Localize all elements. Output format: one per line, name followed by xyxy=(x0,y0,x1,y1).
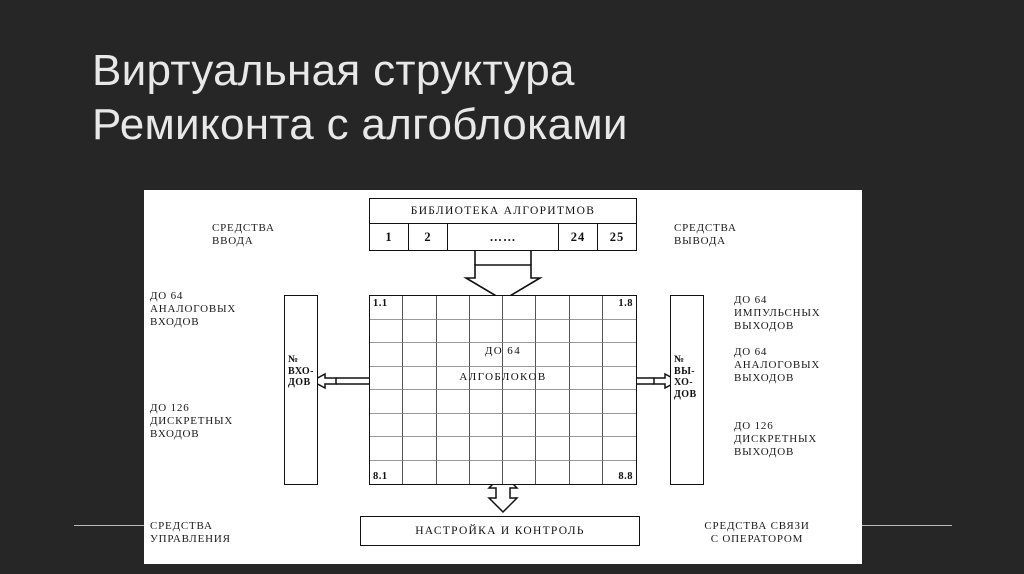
label-operator-link: СРЕДСТВА СВЯЗИ С ОПЕРАТОРОМ xyxy=(704,520,810,545)
algoblock-cell[interactable] xyxy=(469,296,503,320)
algoblock-cell[interactable] xyxy=(569,413,603,437)
library-cell-25[interactable]: 25 xyxy=(609,229,625,244)
output-number-box-label: № ВЫ- ХО- ДОВ xyxy=(674,354,697,400)
algoblock-cell[interactable] xyxy=(503,390,537,414)
algoblock-cell[interactable] xyxy=(469,437,503,461)
input-number-box-label: № ВХО- ДОВ xyxy=(288,354,314,388)
algorithm-library-cells: 1 2 …… 24 25 xyxy=(370,224,636,250)
algoblock-cell[interactable] xyxy=(370,319,404,343)
algoblock-cell[interactable] xyxy=(436,413,470,437)
algoblock-cell[interactable] xyxy=(503,460,537,484)
algoblock-cell[interactable] xyxy=(569,296,603,320)
algoblock-cell[interactable] xyxy=(469,390,503,414)
algoblock-cell[interactable] xyxy=(370,343,404,367)
algoblock-cell[interactable] xyxy=(503,366,537,390)
algoblock-cell[interactable] xyxy=(570,460,603,484)
algoblock-cell[interactable] xyxy=(602,390,636,414)
algoblock-tag-bottom-right: 8.8 xyxy=(618,471,633,482)
algoblock-tag-bottom-left: 8.1 xyxy=(373,471,388,482)
label-output-means: СРЕДСТВА ВЫВОДА xyxy=(674,222,737,247)
algoblock-cell[interactable] xyxy=(403,366,437,390)
algoblock-cell[interactable]: 1.8 xyxy=(602,296,636,320)
label-analog-inputs: ДО 64 АНАЛОГОВЫХ ВХОДОВ xyxy=(150,290,237,328)
algoblock-cell[interactable] xyxy=(503,296,537,320)
setup-and-control-box[interactable]: НАСТРОЙКА И КОНТРОЛЬ xyxy=(360,516,640,546)
algoblock-cell[interactable] xyxy=(536,366,570,390)
decorative-rule-right xyxy=(862,525,952,526)
library-cell-ellipsis: …… xyxy=(448,224,559,250)
algoblock-cell[interactable] xyxy=(403,343,437,367)
algoblock-cell[interactable] xyxy=(503,413,537,437)
algoblock-cell[interactable] xyxy=(569,319,603,343)
output-number-box: № ВЫ- ХО- ДОВ xyxy=(670,295,704,485)
algoblock-cell[interactable] xyxy=(536,390,570,414)
input-number-box: № ВХО- ДОВ xyxy=(284,295,318,485)
algoblock-cell[interactable] xyxy=(370,413,404,437)
label-pulse-outputs: ДО 64 ИМПУЛЬСНЫХ ВЫХОДОВ xyxy=(734,294,821,332)
algoblock-cell[interactable] xyxy=(403,296,437,320)
algoblock-cell[interactable] xyxy=(569,343,603,367)
decorative-rule-left xyxy=(74,525,144,526)
algoblock-cell[interactable] xyxy=(569,390,603,414)
label-discrete-inputs: ДО 126 ДИСКРЕТНЫХ ВХОДОВ xyxy=(150,402,234,440)
algoblock-cell[interactable] xyxy=(569,366,603,390)
algoblock-cell[interactable] xyxy=(536,437,570,461)
algoblock-tag-top-left: 1.1 xyxy=(373,298,388,309)
algoblock-cell[interactable] xyxy=(602,343,636,367)
algoblock-cell[interactable] xyxy=(370,390,404,414)
algoblock-cell[interactable] xyxy=(436,343,470,367)
diagram-panel: БИБЛИОТЕКА АЛГОРИТМОВ 1 2 …… 24 25 СРЕДС… xyxy=(144,190,862,564)
library-cell-1[interactable]: 1 xyxy=(370,224,409,250)
algoblock-tag-top-right: 1.8 xyxy=(618,298,633,309)
library-cell-24[interactable]: 24 xyxy=(559,224,598,250)
algoblock-cell[interactable] xyxy=(436,390,470,414)
algoblock-cell[interactable] xyxy=(370,437,404,461)
algoblock-cell[interactable] xyxy=(602,414,636,437)
algoblock-cell[interactable] xyxy=(436,437,470,461)
algoblock-cell[interactable] xyxy=(536,296,570,320)
algoblock-cell[interactable] xyxy=(436,296,470,320)
page-title: Виртуальная структура Ремиконта с алгобл… xyxy=(92,46,628,149)
algoblock-cell[interactable] xyxy=(437,460,470,484)
algoblock-cell[interactable] xyxy=(403,460,437,484)
algoblock-grid: 1.1 1.8 8.1 8.8 xyxy=(369,295,637,485)
algoblock-cell[interactable] xyxy=(569,437,603,461)
algoblock-cell[interactable]: 1.1 xyxy=(370,296,404,320)
label-discrete-outputs: ДО 126 ДИСКРЕТНЫХ ВЫХОДОВ xyxy=(734,420,818,458)
algoblock-cell[interactable] xyxy=(536,460,570,484)
algoblock-cell[interactable] xyxy=(436,366,470,390)
label-input-means: СРЕДСТВА ВВОДА xyxy=(212,222,275,247)
algoblock-cell[interactable] xyxy=(602,320,636,343)
algoblock-cell[interactable] xyxy=(469,413,503,437)
algoblock-cell[interactable] xyxy=(469,366,503,390)
algoblock-cell[interactable] xyxy=(503,319,537,343)
algorithm-library-box: БИБЛИОТЕКА АЛГОРИТМОВ 1 2 …… 24 25 xyxy=(369,198,637,251)
algoblock-cell[interactable] xyxy=(503,343,537,367)
algoblock-cell[interactable] xyxy=(536,319,570,343)
algoblock-cell[interactable] xyxy=(403,437,437,461)
algoblock-cell[interactable] xyxy=(469,319,503,343)
algoblock-cell[interactable] xyxy=(602,437,636,461)
algoblock-cell[interactable] xyxy=(436,319,470,343)
label-control-means: СРЕДСТВА УПРАВЛЕНИЯ xyxy=(150,520,231,545)
algoblock-cell[interactable]: 8.8 xyxy=(603,461,636,485)
label-analog-outputs: ДО 64 АНАЛОГОВЫХ ВЫХОДОВ xyxy=(734,346,821,384)
algoblock-cell[interactable] xyxy=(403,390,437,414)
algoblock-cell[interactable] xyxy=(403,413,437,437)
algoblock-cell[interactable] xyxy=(536,413,570,437)
algoblock-cell[interactable] xyxy=(602,367,636,390)
algoblock-cell[interactable] xyxy=(370,366,404,390)
algoblock-cell[interactable]: 8.1 xyxy=(370,460,404,484)
algoblock-cell[interactable] xyxy=(403,319,437,343)
library-cell-2[interactable]: 2 xyxy=(409,224,448,250)
algorithm-library-title: БИБЛИОТЕКА АЛГОРИТМОВ xyxy=(370,199,636,224)
algoblock-cell[interactable] xyxy=(536,343,570,367)
algoblock-cell[interactable] xyxy=(469,343,503,367)
algoblock-cell[interactable] xyxy=(470,460,503,484)
algoblock-cell[interactable] xyxy=(503,437,537,461)
